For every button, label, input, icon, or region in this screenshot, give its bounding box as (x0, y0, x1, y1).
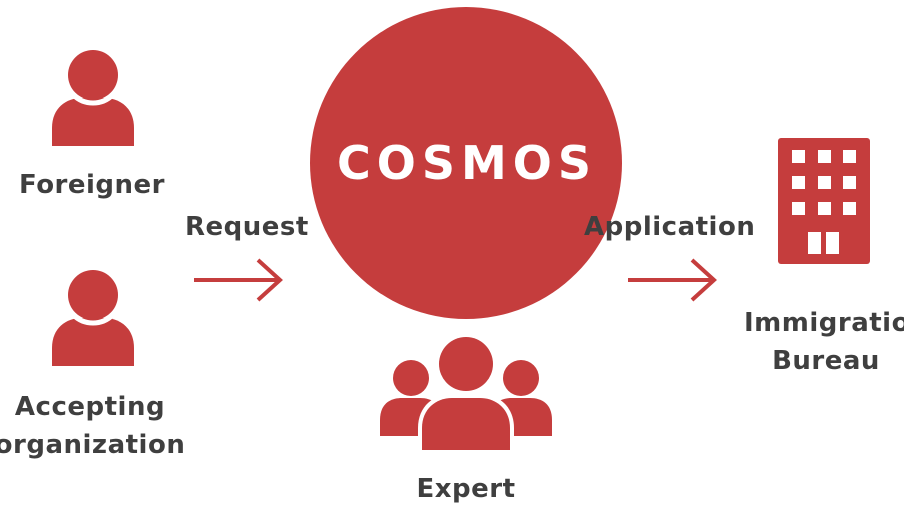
immigration-bureau-building-icon (778, 138, 870, 264)
application-arrow-icon (628, 258, 717, 302)
request-arrow-icon (194, 258, 283, 302)
foreigner-person-icon (52, 44, 134, 146)
cosmos-title: COSMOS (336, 136, 597, 190)
immigration-bureau-label-line2: Bureau (772, 346, 880, 376)
foreigner-label: Foreigner (18, 170, 166, 200)
request-label: Request (185, 212, 309, 242)
accepting-organization-label-line2: organization (0, 430, 186, 460)
accepting-organization-label-line1: Accepting (14, 392, 166, 422)
accepting-organization-person-icon (52, 264, 134, 366)
expert-group-icon (380, 333, 552, 452)
cosmos-circle (310, 7, 622, 319)
immigration-bureau-label-line1: Immigration (744, 308, 904, 338)
expert-label: Expert (416, 474, 516, 504)
application-label: Application (584, 212, 756, 242)
